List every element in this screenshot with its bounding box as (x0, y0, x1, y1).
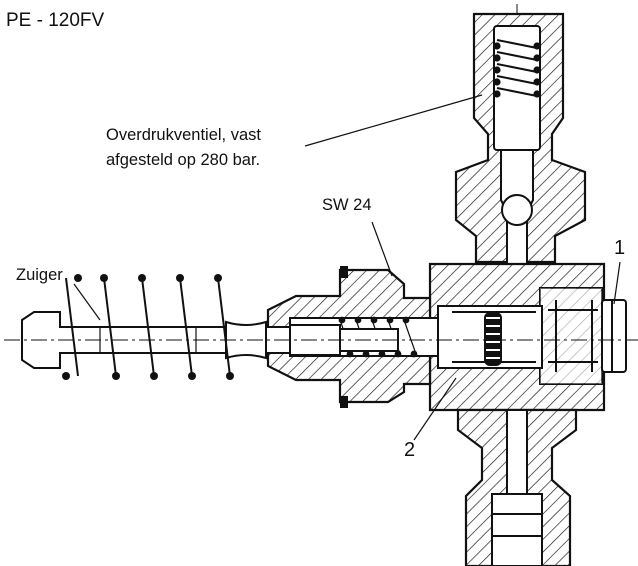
marker-2-leader (413, 377, 457, 441)
check-valve-spring (484, 312, 502, 366)
lower-outlet-housing (456, 408, 578, 566)
relief-valve-label-line2: afgesteld op 280 bar. (106, 151, 260, 169)
piston-label: Zuiger (16, 266, 63, 284)
relief-valve-ball (501, 194, 533, 226)
marker-1-leader (613, 261, 621, 305)
marker-2-label: 2 (404, 439, 415, 461)
flange-bottom (340, 396, 348, 408)
piston-leader (73, 283, 101, 321)
marker-1-part (601, 299, 627, 373)
return-spring (62, 274, 234, 380)
flange-top (340, 266, 348, 278)
relief-valve-leader (304, 94, 483, 147)
drawing-title: PE - 120FV (6, 10, 105, 31)
wrench-size-label: SW 24 (322, 196, 372, 214)
relief-valve-housing (454, 12, 587, 265)
annotations: Overdrukventiel, vast afgesteld op 280 b… (16, 94, 625, 461)
relief-valve-spring (493, 39, 541, 98)
wrench-size-leader (371, 221, 393, 277)
relief-valve-label-line1: Overdrukventiel, vast (106, 126, 261, 144)
marker-1-label: 1 (614, 237, 625, 259)
